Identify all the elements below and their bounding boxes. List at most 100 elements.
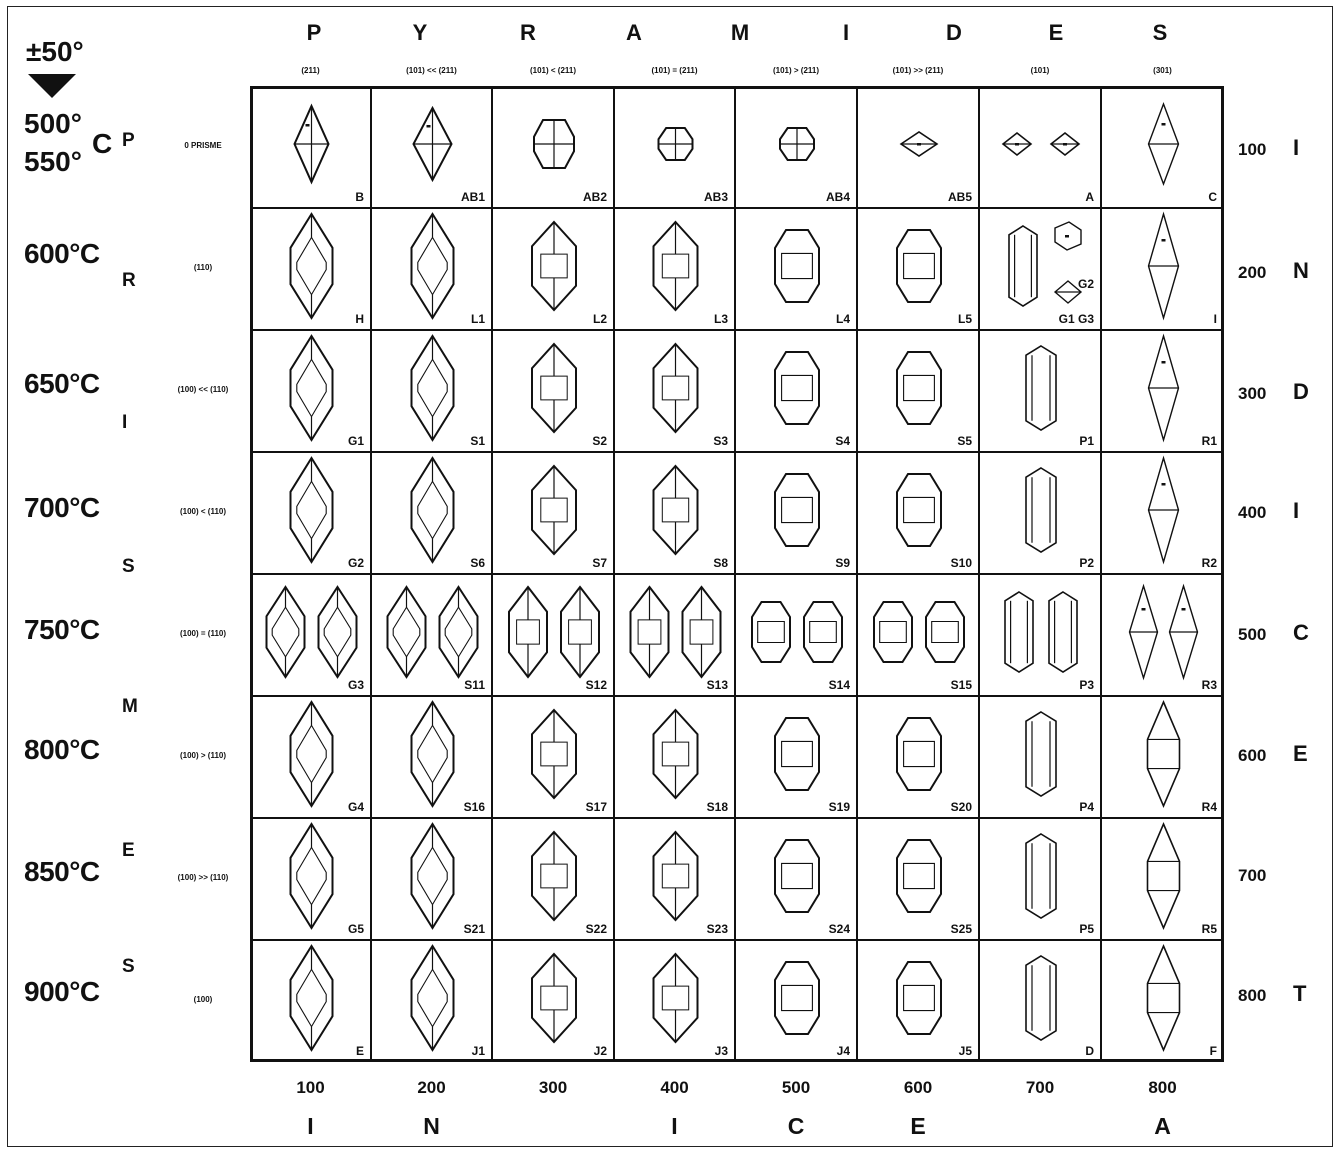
cell-label: J3 [714, 1044, 728, 1058]
header-letter: M [730, 20, 750, 45]
cell-label: L3 [713, 312, 728, 326]
cell-label: S10 [950, 556, 972, 570]
cell-label: S3 [713, 434, 728, 448]
crystal-cell: S12 [492, 574, 614, 696]
face-rule-label: (100) << (110) [177, 385, 229, 394]
crystal-drawing [774, 229, 820, 303]
cell-label: P5 [1079, 922, 1094, 936]
header-letter: A [626, 20, 642, 45]
cell-label: P1 [1079, 434, 1094, 448]
crystal-cell: AB2 [492, 86, 614, 208]
tolerance-label: ±50° [26, 36, 84, 67]
temperature-label: 700°C [24, 492, 100, 523]
cell-label: B [355, 190, 364, 204]
right-number: 500 [1238, 625, 1267, 644]
crystal-drawing [896, 839, 942, 913]
crystal-cell: S5 [857, 330, 979, 452]
crystal-drawing [896, 717, 942, 791]
bottom-number: 200 [417, 1078, 446, 1097]
cell-label: G4 [347, 800, 364, 814]
cell-label: P3 [1079, 678, 1094, 692]
crystal-cell: G5 [250, 818, 371, 940]
cell-label: S17 [585, 800, 607, 814]
crystal-cell: F [1101, 940, 1224, 1062]
figure-frame [7, 6, 1333, 1147]
crystal-cell: R4 [1101, 696, 1224, 818]
crystal-drawing [1146, 699, 1181, 809]
temperature-label: 900°C [24, 976, 100, 1007]
cell-label: S4 [835, 434, 850, 448]
crystal-drawing [289, 334, 334, 442]
crystal-drawing [779, 127, 815, 161]
crystal-drawing [896, 351, 942, 425]
header-letter: Y [412, 20, 428, 45]
cell-label: J1 [471, 1044, 485, 1058]
cell-label: D [1085, 1044, 1094, 1058]
cell-label: AB5 [947, 190, 972, 204]
crystal-cell: P3 [979, 574, 1101, 696]
header-subtitle: (101) > (211) [772, 66, 820, 75]
crystal-drawing [652, 220, 699, 312]
cell-label: L2 [592, 312, 607, 326]
crystal-cell: R1 [1101, 330, 1224, 452]
crystal-drawing [896, 473, 942, 547]
crystal-drawing [410, 334, 455, 442]
crystal-cell: S21 [371, 818, 492, 940]
crystal-cell: AB3 [614, 86, 735, 208]
cell-label: S20 [950, 800, 972, 814]
crystal-drawing [531, 220, 577, 312]
cell-label: S7 [592, 556, 607, 570]
vertical-letter: S [122, 556, 135, 577]
cell-label: AB4 [825, 190, 850, 204]
cell-label: R3 [1201, 678, 1217, 692]
crystal-drawing [1025, 345, 1057, 431]
cell-label: R5 [1201, 922, 1217, 936]
cell-label: L1 [470, 312, 485, 326]
header-subtitle: (211) [301, 66, 320, 75]
crystal-drawing [1146, 943, 1181, 1053]
crystal-drawing [774, 717, 820, 791]
face-rule-label: (110) [193, 263, 213, 272]
crystal-drawing [289, 700, 334, 808]
crystal-drawing [1147, 211, 1180, 321]
crystal-drawing [1025, 711, 1057, 797]
cell-label: I [1213, 312, 1217, 326]
crystal-cell: C [1101, 86, 1224, 208]
bottom-number: 800 [1148, 1078, 1177, 1097]
crystal-cell: S19 [735, 696, 857, 818]
right-letter: I [1293, 135, 1300, 160]
bottom-letter: E [910, 1113, 926, 1139]
cell-label: L4 [835, 312, 850, 326]
crystal-drawing [289, 822, 334, 930]
cell-label: S13 [706, 678, 728, 692]
cell-label: S9 [835, 556, 850, 570]
crystal-drawing [774, 351, 820, 425]
crystal-cell: J3 [614, 940, 735, 1062]
cell-label: S12 [585, 678, 607, 692]
crystal-cell: J2 [492, 940, 614, 1062]
crystal-cell: S17 [492, 696, 614, 818]
header-subtitle: (101) [1030, 66, 1050, 75]
bottom-letter: I [671, 1113, 678, 1139]
crystal-drawing [1147, 455, 1180, 565]
cell-label: J4 [836, 1044, 850, 1058]
right-letter: E [1293, 741, 1308, 766]
cell-label: S1 [470, 434, 485, 448]
cell-label: C [1208, 190, 1217, 204]
cell-label: S2 [592, 434, 607, 448]
crystal-drawing [531, 708, 577, 800]
crystal-drawing [1147, 333, 1180, 443]
crystal-cell: J5 [857, 940, 979, 1062]
crystal-drawing [1147, 102, 1180, 186]
crystal-cell: G2 [250, 452, 371, 574]
crystal-cell: S15 [857, 574, 979, 696]
crystal-drawing [652, 952, 699, 1044]
temp-500: 500° [24, 108, 82, 139]
crystal-cell: R2 [1101, 452, 1224, 574]
crystal-drawing [1001, 131, 1081, 157]
right-number: 200 [1238, 263, 1267, 282]
right-number: 700 [1238, 866, 1267, 885]
face-rule-label: (100) [193, 995, 213, 1004]
crystal-drawing [899, 131, 939, 157]
